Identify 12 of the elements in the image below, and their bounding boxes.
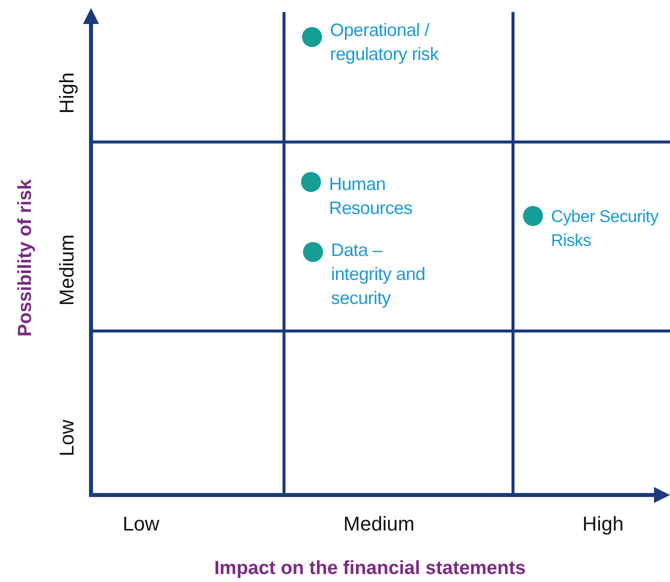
axis-title: Impact on the financial statements	[214, 558, 526, 580]
axis-tick-label: High	[56, 72, 80, 114]
risk-label: Cyber Security Risks	[551, 206, 660, 252]
axis-tick-label: Medium	[343, 514, 415, 536]
risk-label: Data – integrity and security	[331, 239, 426, 310]
axis-tick-label: Medium	[56, 234, 80, 306]
risk-label: Human Resources	[329, 173, 414, 220]
risk-label: Operational / regulatory risk	[330, 19, 440, 66]
axis-tick-label: Low	[56, 420, 80, 456]
axis-tick-label: Low	[122, 514, 160, 536]
axis-tick-label: High	[582, 514, 624, 536]
axis-title: Possibility of risk	[15, 179, 37, 337]
